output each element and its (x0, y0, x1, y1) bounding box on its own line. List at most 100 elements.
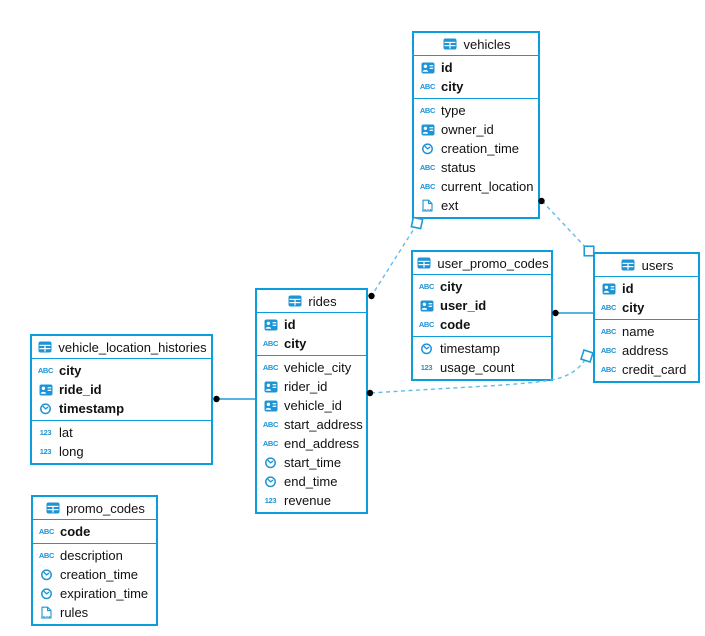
field-rides-rider_id[interactable]: rider_id (257, 377, 366, 396)
timestamp-icon (418, 342, 435, 355)
text-icon: ABC (419, 182, 436, 191)
field-promo_codes-expiration_time[interactable]: expiration_time (33, 584, 156, 603)
field-label: city (622, 300, 645, 315)
relationship-user_promo_codes-users[interactable] (552, 309, 594, 317)
text-icon: ABC (262, 439, 279, 448)
relationship-rides-vehicles[interactable] (368, 216, 424, 300)
number-icon: 123 (39, 428, 52, 437)
text-icon: ABC (600, 365, 617, 374)
relationship-dot-marker (366, 389, 374, 397)
field-label: owner_id (441, 122, 494, 137)
field-users-id[interactable]: id (595, 279, 698, 298)
field-rides-end_time[interactable]: end_time (257, 472, 366, 491)
field-label: city (441, 79, 464, 94)
field-promo_codes-creation_time[interactable]: creation_time (33, 565, 156, 584)
relationship-vehicles-users[interactable] (538, 197, 595, 257)
field-vehicles-owner_id[interactable]: owner_id (414, 120, 538, 139)
field-label: end_time (284, 474, 338, 489)
uuid-icon (262, 400, 279, 412)
text-icon: ABC (600, 303, 617, 312)
field-label: timestamp (440, 341, 500, 356)
field-label: id (284, 317, 296, 332)
table-header[interactable]: user_promo_codes (413, 252, 551, 275)
text-icon: ABC (262, 339, 279, 348)
json-icon: JSON (38, 606, 55, 620)
field-label: revenue (284, 493, 331, 508)
table-header[interactable]: promo_codes (33, 497, 156, 520)
table-header[interactable]: vehicle_location_histories (32, 336, 211, 359)
field-vehicles-creation_time[interactable]: creation_time (414, 139, 538, 158)
field-rides-vehicle_id[interactable]: vehicle_id (257, 396, 366, 415)
text-icon: ABC (419, 163, 436, 172)
table-header[interactable]: vehicles (414, 33, 538, 56)
table-icon (286, 295, 303, 307)
field-label: type (441, 103, 466, 118)
field-label: code (60, 524, 91, 539)
number-icon: 123 (420, 363, 433, 372)
uuid-icon (419, 124, 436, 136)
text-icon: ABC (37, 366, 54, 375)
field-rides-vehicle_city[interactable]: ABC vehicle_city (257, 358, 366, 377)
field-vehicles-current_location[interactable]: ABC current_location (414, 177, 538, 196)
relationship-rides-users[interactable] (366, 349, 594, 397)
text-icon: ABC (418, 320, 435, 329)
timestamp-icon (38, 568, 55, 581)
table-name: rides (308, 293, 337, 309)
field-user_promo_codes-timestamp[interactable]: timestamp (413, 339, 551, 358)
field-label: city (440, 279, 463, 294)
field-label: start_time (284, 455, 342, 470)
field-label: status (441, 160, 476, 175)
timestamp-icon (419, 142, 436, 155)
field-vehicles-id[interactable]: id (414, 58, 538, 77)
field-label: current_location (441, 179, 534, 194)
relationship-dot-marker (538, 197, 545, 205)
field-label: vehicle_id (284, 398, 342, 413)
relationship-vehicle_location_histories-rides[interactable] (213, 395, 256, 403)
relationship-square-marker (580, 349, 594, 363)
field-rides-id[interactable]: id (257, 315, 366, 334)
field-users-city[interactable]: ABC city (595, 298, 698, 317)
field-label: id (441, 60, 453, 75)
field-vehicles-status[interactable]: ABC status (414, 158, 538, 177)
field-vehicle_location_histories-timestamp[interactable]: timestamp (32, 399, 211, 418)
table-header[interactable]: users (595, 254, 698, 277)
field-vehicle_location_histories-ride_id[interactable]: ride_id (32, 380, 211, 399)
field-user_promo_codes-user_id[interactable]: user_id (413, 296, 551, 315)
field-label: vehicle_city (284, 360, 352, 375)
field-vehicle_location_histories-lat[interactable]: 123 lat (32, 423, 211, 442)
text-icon: ABC (262, 420, 279, 429)
text-icon: ABC (262, 363, 279, 372)
table-header[interactable]: rides (257, 290, 366, 313)
field-rides-start_time[interactable]: start_time (257, 453, 366, 472)
field-label: lat (59, 425, 73, 440)
